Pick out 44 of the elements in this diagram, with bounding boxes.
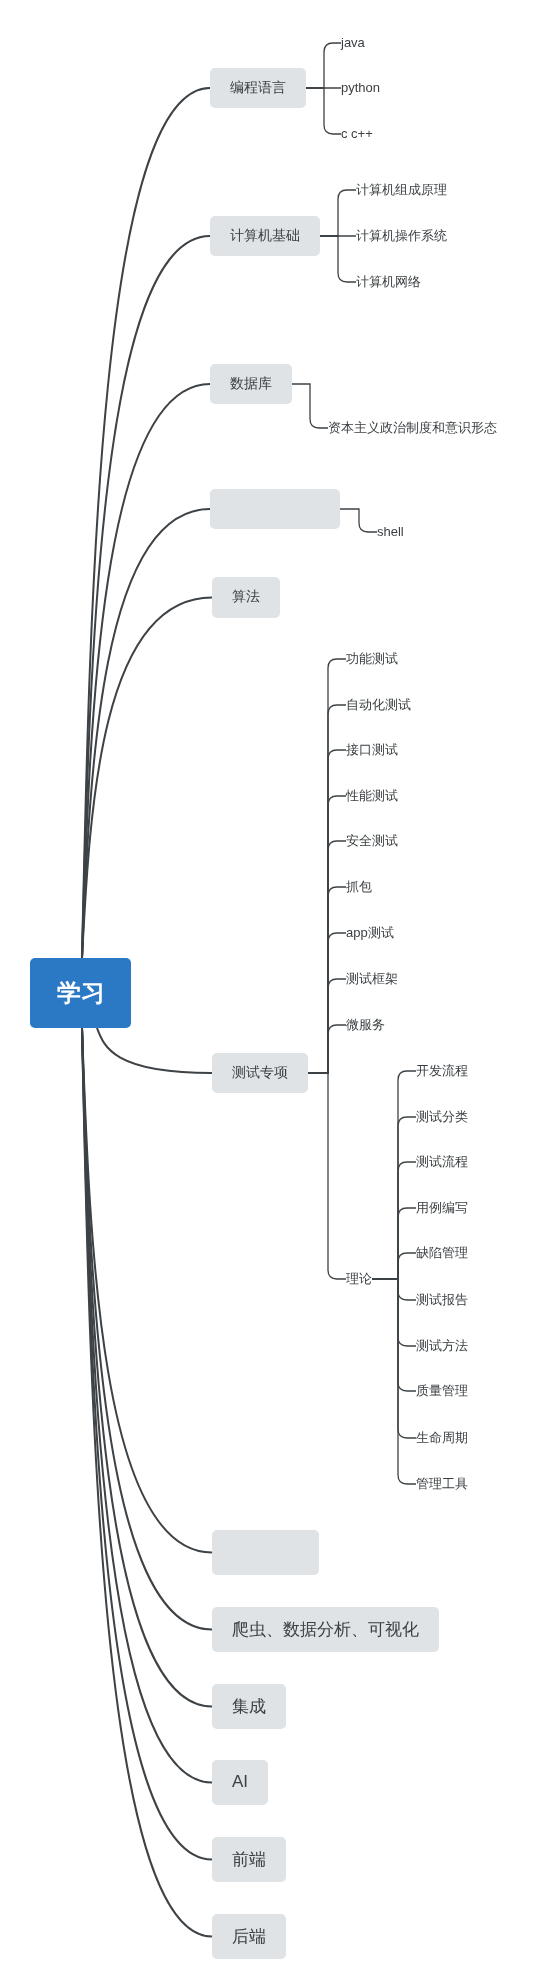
topic-label: c c++	[341, 126, 373, 142]
topic-label: 抓包	[346, 879, 372, 895]
topic-label: 微服务	[346, 1017, 385, 1033]
topic-label: shell	[377, 524, 404, 540]
topic-label: 性能测试	[346, 788, 398, 804]
topic-label: 安全测试	[346, 833, 398, 849]
topic-label: 功能测试	[346, 651, 398, 667]
topic-label: 接口测试	[346, 742, 398, 758]
branch-line	[96, 1027, 213, 1074]
topic-label: 开发流程	[416, 1063, 468, 1079]
topic-label: 计算机网络	[356, 274, 421, 290]
topic-label: app测试	[346, 925, 394, 941]
topic-label: 计算机组成原理	[356, 182, 447, 198]
topic-label: 测试分类	[416, 1109, 468, 1125]
topic-label: 测试框架	[346, 971, 398, 987]
topic-label: 资本主义政治制度和意识形态	[328, 420, 497, 436]
topic-box: 测试专项	[212, 1053, 308, 1093]
branch-line	[339, 508, 378, 533]
topic-box: 前端	[212, 1836, 286, 1882]
topic-box: 算法	[212, 576, 280, 618]
topic-label: 计算机操作系统	[356, 228, 447, 244]
topic-box	[212, 1529, 319, 1575]
topic-box: 爬虫、数据分析、可视化	[212, 1606, 439, 1652]
topic-label: 管理工具	[416, 1476, 468, 1492]
topic-box: 后端	[212, 1913, 286, 1959]
topic-label: 用例编写	[416, 1200, 468, 1216]
topic-label: python	[341, 80, 381, 96]
topic-box: 计算机基础	[210, 216, 320, 256]
topic-label: 理论	[346, 1271, 372, 1287]
topic-box	[210, 489, 340, 529]
topic-box: 集成	[212, 1683, 286, 1729]
topic-box: 编程语言	[210, 68, 306, 108]
topic-label: java	[341, 35, 365, 51]
branch-line	[81, 596, 213, 959]
topic-label: 生命周期	[416, 1430, 468, 1446]
topic-box: AI	[212, 1759, 269, 1805]
topic-label: 测试报告	[416, 1292, 468, 1308]
topic-label: 测试方法	[416, 1338, 468, 1354]
topic-label: 缺陷管理	[416, 1245, 468, 1261]
central-topic-box: 学习	[30, 958, 131, 1028]
topic-box: 数据库	[210, 364, 292, 404]
topic-label: 自动化测试	[346, 697, 411, 713]
topic-label: 测试流程	[416, 1154, 468, 1170]
topic-label: 质量管理	[416, 1383, 468, 1399]
